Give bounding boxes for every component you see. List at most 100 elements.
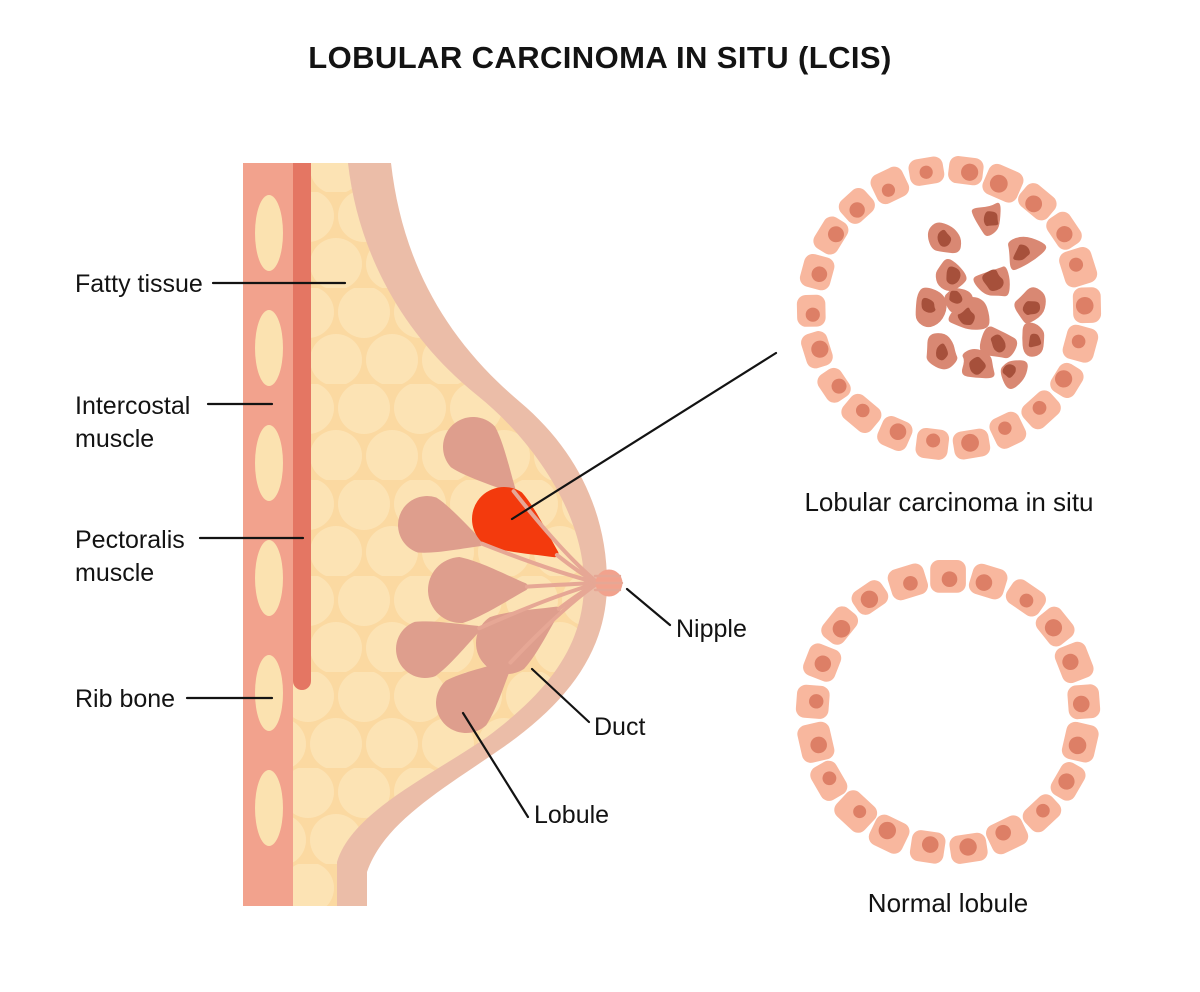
rib-bone-shape <box>255 310 283 386</box>
cell-nucleus <box>814 655 832 672</box>
cell-nucleus <box>805 307 820 322</box>
epithelial-cell <box>1046 211 1082 250</box>
epithelial-cell <box>868 814 910 854</box>
cell-nucleus <box>832 619 851 638</box>
epithelial-cell <box>801 331 833 369</box>
epithelial-cell <box>949 832 988 864</box>
epithelial-cell <box>838 188 875 224</box>
label-intercostal-muscle: Intercostal muscle <box>75 392 191 453</box>
epithelial-cell <box>1022 794 1062 833</box>
rib-bone-shape <box>255 195 283 271</box>
cancer-cell-nucleus <box>935 343 948 361</box>
cancer-cell-nucleus <box>969 356 986 375</box>
cell-nucleus <box>1075 296 1094 315</box>
pectoralis-muscle-shape <box>293 163 311 690</box>
epithelial-cell <box>915 427 950 460</box>
cell-nucleus <box>921 836 939 853</box>
epithelial-cell <box>851 580 889 615</box>
label-pectoralis-muscle: Pectoralis muscle <box>75 526 185 587</box>
lcis-inset-leader <box>510 351 778 521</box>
epithelial-cell <box>908 156 945 186</box>
page-title: LOBULAR CARCINOMA IN SITU (LCIS) <box>308 40 892 75</box>
epithelial-cell <box>1059 246 1098 288</box>
epithelial-cell <box>968 563 1008 600</box>
epithelial-cell <box>817 367 851 403</box>
cell-nucleus <box>1044 619 1063 637</box>
lobules <box>396 417 561 733</box>
lcis-lobule-shape <box>472 487 559 558</box>
cell-nucleus <box>1056 226 1073 243</box>
cell-nucleus <box>1071 334 1086 349</box>
epithelial-cell <box>1050 362 1084 398</box>
cell-nucleus <box>941 571 958 587</box>
rib-bones <box>255 195 283 846</box>
rib-bone-shape <box>255 770 283 846</box>
duct-line <box>477 581 600 631</box>
label-lcis-inset: Lobular carcinoma in situ <box>804 487 1094 517</box>
epithelial-cell <box>887 563 929 601</box>
cell-nucleus <box>975 574 993 591</box>
cancer-cell-cluster <box>915 202 1047 389</box>
cancer-cell-nucleus <box>982 269 1004 291</box>
lobule-shape <box>436 660 513 733</box>
epithelial-cell <box>930 560 966 593</box>
nipple-leader <box>625 587 672 627</box>
cell-nucleus <box>849 202 865 218</box>
cell-nucleus <box>1055 370 1073 388</box>
lobule-shape <box>396 621 481 678</box>
cancer-cell-nucleus <box>1028 333 1042 348</box>
epithelial-cell <box>821 606 859 645</box>
cell-nucleus <box>827 226 844 243</box>
epithelial-cell <box>813 216 849 255</box>
cell-nucleus <box>822 771 837 786</box>
epithelial-cell <box>948 156 984 186</box>
cell-nucleus <box>989 174 1008 193</box>
cancer-cell-nucleus <box>990 334 1006 353</box>
rib-bone-shape <box>255 655 283 731</box>
epithelial-cell <box>799 253 835 291</box>
cancer-cell-nucleus <box>946 266 961 285</box>
cell-nucleus <box>1025 195 1043 213</box>
cell-nucleus <box>1036 803 1050 818</box>
epithelial-cell <box>989 411 1027 449</box>
duct-line <box>554 553 600 585</box>
lobule-shape <box>398 496 484 553</box>
epithelial-cell <box>834 790 878 833</box>
cancer-cell-nucleus <box>957 307 975 326</box>
epithelial-cell <box>1050 762 1086 801</box>
epithelial-cell <box>1018 183 1057 221</box>
leader-lines <box>185 281 778 819</box>
epithelial-cell <box>986 815 1029 855</box>
duct-line <box>479 541 600 585</box>
cell-nucleus <box>926 433 941 448</box>
cancer-cell-nucleus <box>1022 301 1041 316</box>
lobule-shape <box>428 557 529 623</box>
cell-nucleus <box>810 736 827 754</box>
cell-nucleus <box>961 163 979 181</box>
cell-nucleus <box>878 821 897 840</box>
epithelial-cell <box>1035 606 1075 647</box>
cell-nucleus <box>811 266 828 283</box>
cancer-cell-nucleus <box>983 211 999 227</box>
epithelial-cell <box>797 721 835 763</box>
lobule-leader <box>461 711 530 819</box>
cell-nucleus <box>998 421 1012 435</box>
cell-nucleus <box>1069 257 1084 272</box>
cell-nucleus <box>881 183 896 197</box>
cell-nucleus <box>1072 695 1090 713</box>
epithelial-cell <box>796 294 826 327</box>
epithelial-cell <box>1061 721 1099 763</box>
epithelial-cell <box>870 166 910 205</box>
epithelial-cell <box>1062 324 1099 363</box>
epithelial-cell <box>1005 579 1046 617</box>
cell-nucleus <box>811 340 829 358</box>
duct-line <box>508 581 600 665</box>
epithelial-cell <box>909 830 946 864</box>
lobule-shape <box>476 606 561 674</box>
cell-nucleus <box>961 433 979 452</box>
label-normal-inset: Normal lobule <box>867 888 1029 918</box>
cancer-cell-nucleus <box>1002 364 1016 378</box>
nipple-duct-lines <box>593 574 624 592</box>
